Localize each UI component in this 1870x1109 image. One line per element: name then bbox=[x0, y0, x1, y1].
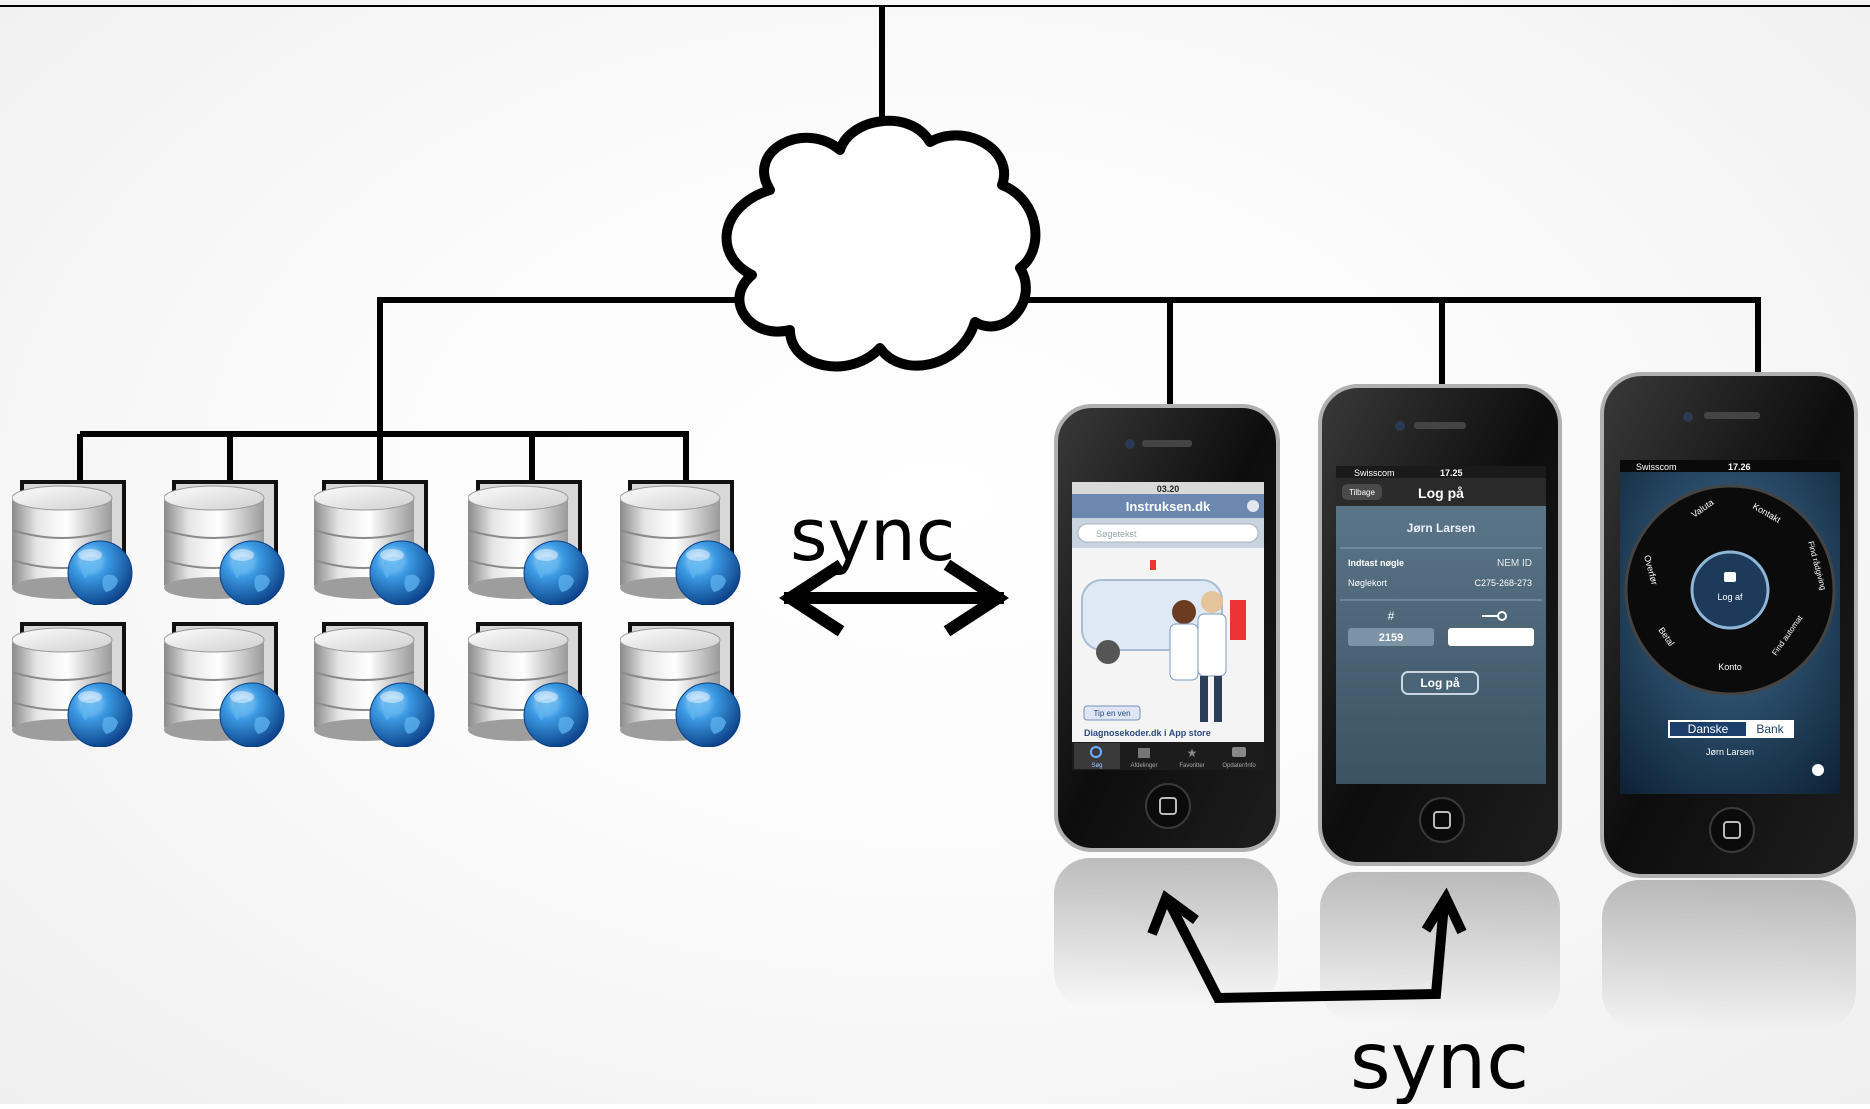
lock-icon bbox=[1724, 572, 1736, 582]
database-server-icon bbox=[12, 480, 134, 605]
key-icon bbox=[1482, 611, 1507, 621]
bank-brand-right: Bank bbox=[1756, 722, 1784, 736]
phone-camera bbox=[1683, 412, 1693, 422]
screen-title: Log på bbox=[1418, 485, 1464, 501]
phone-screen bbox=[1336, 466, 1546, 784]
promo-link[interactable]: Diagnosekoder.dk i App store bbox=[1084, 728, 1211, 738]
tab-update-info[interactable]: Opdater/Info bbox=[1222, 747, 1256, 769]
double-arrow-icon bbox=[779, 559, 1009, 637]
chat-icon bbox=[1232, 747, 1246, 757]
ambulance-doctors-illustration bbox=[1081, 560, 1246, 722]
search-input[interactable] bbox=[1077, 523, 1259, 543]
nemid-label: NEM ID bbox=[1497, 558, 1532, 569]
phone-reflection bbox=[1054, 858, 1278, 1008]
login-button-label: Log på bbox=[1420, 676, 1460, 690]
phone-camera bbox=[1125, 439, 1135, 449]
tab-favorites[interactable]: ★ Favoritter bbox=[1179, 746, 1204, 769]
bank-logo-left bbox=[1670, 722, 1746, 736]
status-carrier: Swisscom bbox=[1354, 468, 1395, 478]
network-lines bbox=[77, 6, 1761, 486]
database-server-icon bbox=[468, 622, 590, 747]
nav-bar bbox=[1072, 494, 1264, 518]
user-name: Jørn Larsen bbox=[1706, 747, 1754, 757]
key-number: 2159 bbox=[1379, 632, 1403, 644]
card-label: Nøglekort bbox=[1348, 578, 1388, 588]
info-icon[interactable] bbox=[1812, 764, 1824, 776]
database-server-icon bbox=[164, 622, 286, 747]
app-title: Instruksen.dk bbox=[1126, 499, 1211, 514]
status-time: 17.26 bbox=[1728, 462, 1751, 472]
center-button[interactable] bbox=[1690, 550, 1770, 630]
tip-button[interactable] bbox=[1083, 705, 1141, 721]
database-server-icon bbox=[164, 480, 286, 605]
bank-brand-left: Danske bbox=[1688, 722, 1729, 736]
tip-button-label: Tip en ven bbox=[1093, 709, 1130, 718]
sync-label-bottom: sync bbox=[1350, 1017, 1529, 1104]
phone-instruksen: 03.20 Instruksen.dk Søgetekst Tip en ven… bbox=[1054, 404, 1280, 1008]
phone-speaker bbox=[1142, 440, 1192, 447]
back-button-label: Tilbage bbox=[1349, 488, 1375, 497]
card-number: C275-268-273 bbox=[1474, 578, 1532, 588]
home-button-icon bbox=[1159, 797, 1177, 815]
database-server-icon bbox=[12, 622, 134, 747]
key-number-field bbox=[1348, 628, 1434, 646]
status-bar bbox=[1620, 460, 1840, 472]
phone-speaker bbox=[1704, 412, 1760, 419]
tab-label: Favoritter bbox=[1179, 763, 1204, 769]
center-label: Log af bbox=[1717, 592, 1743, 602]
search-icon bbox=[1090, 746, 1102, 758]
database-server-icon bbox=[314, 622, 436, 747]
grid-icon bbox=[1138, 748, 1150, 758]
status-bar bbox=[1072, 482, 1264, 494]
user-name: Jørn Larsen bbox=[1407, 521, 1476, 535]
info-icon[interactable] bbox=[1247, 500, 1259, 512]
key-input[interactable] bbox=[1448, 628, 1534, 646]
hash-label: # bbox=[1388, 609, 1395, 623]
home-button[interactable] bbox=[1145, 783, 1191, 829]
status-carrier: Swisscom bbox=[1636, 462, 1677, 472]
home-button-icon bbox=[1723, 821, 1741, 839]
login-button[interactable] bbox=[1401, 671, 1479, 695]
status-time: 03.20 bbox=[1157, 484, 1180, 494]
tab-label: Opdater/Info bbox=[1222, 763, 1256, 769]
tab-label: Afdelinger bbox=[1130, 763, 1157, 769]
database-server-icon bbox=[620, 480, 742, 605]
tab-label: Søg bbox=[1091, 763, 1102, 769]
home-button[interactable] bbox=[1419, 797, 1465, 843]
tab-departments[interactable]: Afdelinger bbox=[1130, 748, 1158, 769]
star-icon: ★ bbox=[1187, 746, 1198, 760]
status-bar bbox=[1336, 466, 1546, 478]
phone-danske-bank: Swisscom 17.26 Log af Valuta Kontakt Fin… bbox=[1600, 372, 1858, 1030]
sync-label-top: sync bbox=[790, 493, 955, 577]
search-placeholder: Søgetekst bbox=[1096, 529, 1137, 539]
database-server-icon bbox=[314, 480, 436, 605]
status-time: 17.25 bbox=[1440, 468, 1463, 478]
back-button[interactable] bbox=[1342, 484, 1382, 500]
home-button-icon bbox=[1433, 811, 1451, 829]
phone-reflection bbox=[1602, 880, 1856, 1030]
sync-arrow-bottom bbox=[1147, 887, 1467, 1004]
cloud-icon bbox=[721, 115, 1041, 372]
phone-camera bbox=[1395, 421, 1405, 431]
home-button[interactable] bbox=[1709, 807, 1755, 853]
database-grid bbox=[12, 480, 742, 747]
key-label: Indtast nøgle bbox=[1348, 558, 1404, 568]
menu-item-konto[interactable]: Konto bbox=[1718, 662, 1742, 672]
tab-search[interactable]: Søg bbox=[1074, 743, 1120, 769]
phone-nemid: Swisscom 17.25 Tilbage Log på Jørn Larse… bbox=[1318, 384, 1562, 1022]
database-server-icon bbox=[468, 480, 590, 605]
database-server-icon bbox=[620, 622, 742, 747]
phone-speaker bbox=[1414, 422, 1466, 429]
